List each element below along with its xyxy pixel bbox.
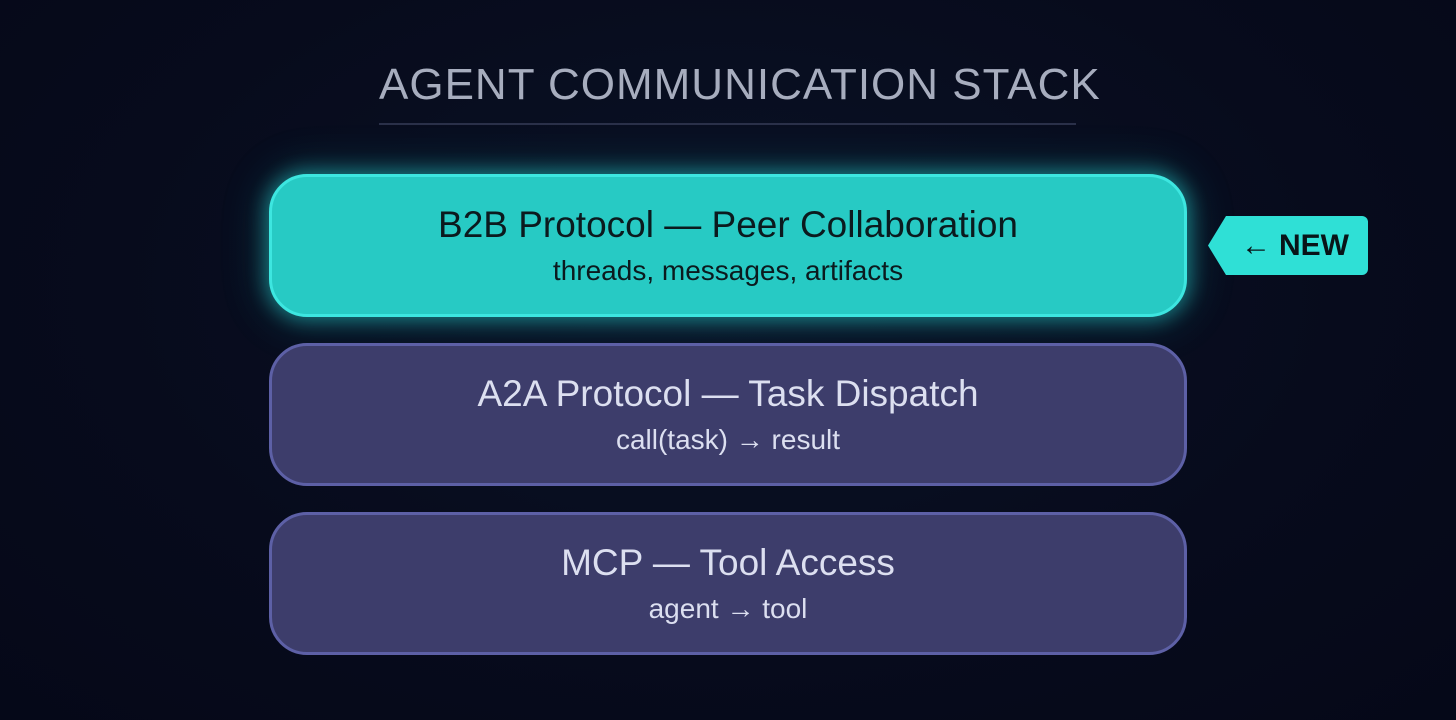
layer-title: A2A Protocol — Task Dispatch (477, 372, 979, 414)
new-badge-label: NEW (1279, 228, 1349, 262)
layer-title: B2B Protocol — Peer Collaboration (438, 203, 1018, 245)
layer-subtitle: threads, messages, artifacts (552, 254, 904, 286)
layer-a2a-protocol: A2A Protocol — Task Dispatch call(task) … (269, 343, 1187, 486)
title-divider (379, 123, 1076, 125)
arrow-left-icon: ← (1241, 228, 1271, 262)
layer-subtitle: call(task) → result (615, 423, 841, 455)
layer-b2b-protocol: B2B Protocol — Peer Collaboration thread… (269, 174, 1187, 317)
layer-title: MCP — Tool Access (561, 541, 895, 583)
new-badge: ← NEW (1208, 216, 1368, 275)
layer-mcp: MCP — Tool Access agent → tool (269, 512, 1187, 655)
layer-subtitle: agent → tool (648, 592, 808, 624)
stack-title: AGENT COMMUNICATION STACK (379, 60, 1101, 109)
